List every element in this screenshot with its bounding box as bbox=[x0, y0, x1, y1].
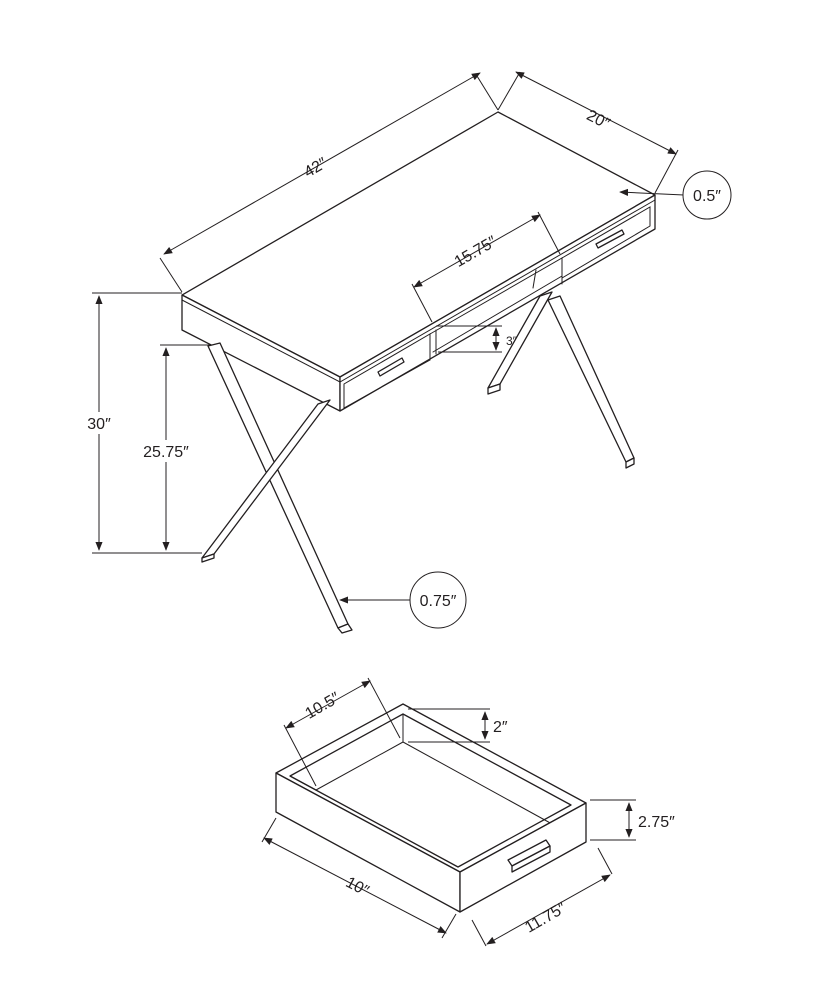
label-leg-thickness: 0.75″ bbox=[420, 593, 457, 610]
label-opening-height: 3″ bbox=[506, 334, 518, 348]
dim-desk-height: 30″ bbox=[82, 292, 202, 554]
label-desk-height: 30″ bbox=[87, 416, 111, 433]
label-desk-width: 42″ bbox=[301, 155, 330, 182]
label-drawer-height: 2.75″ bbox=[638, 814, 675, 831]
desk-back-left-leg bbox=[487, 291, 635, 469]
label-drawer-interior-depth: 2″ bbox=[493, 719, 508, 736]
dim-drawer-height: 2.75″ bbox=[590, 799, 675, 841]
desk-front-left-leg bbox=[201, 342, 353, 634]
label-desk-depth: 20″ bbox=[584, 107, 613, 133]
dim-opening-height: 3″ bbox=[436, 325, 518, 353]
label-drawer-length: 10″ bbox=[343, 874, 372, 900]
desk-handle-left bbox=[377, 357, 405, 377]
drawer-drawing: 10.5″ 2″ 2.75″ 10″ 11.75″ bbox=[261, 677, 675, 947]
dim-leg-clearance: 25.75″ bbox=[138, 344, 210, 551]
dim-drawer-interior-depth: 2″ bbox=[408, 708, 508, 743]
desk-drawing: 42″ 20″ 0.5″ 15.75″ 3″ bbox=[82, 71, 732, 634]
desk-side-apron bbox=[339, 194, 656, 412]
bubble-top-thickness bbox=[682, 170, 732, 220]
label-drawer-width: 11.75″ bbox=[522, 899, 569, 936]
bubble-leg-thickness bbox=[409, 571, 467, 629]
desk-handle-right bbox=[595, 229, 625, 249]
label-leg-clearance: 25.75″ bbox=[143, 444, 189, 461]
dim-top-thickness: 0.5″ bbox=[619, 170, 732, 220]
dim-leg-thickness: 0.75″ bbox=[339, 571, 467, 629]
label-drawer-interior-width: 10.5″ bbox=[303, 689, 344, 722]
drawer-interior bbox=[289, 713, 572, 868]
label-top-thickness: 0.5″ bbox=[693, 188, 721, 205]
